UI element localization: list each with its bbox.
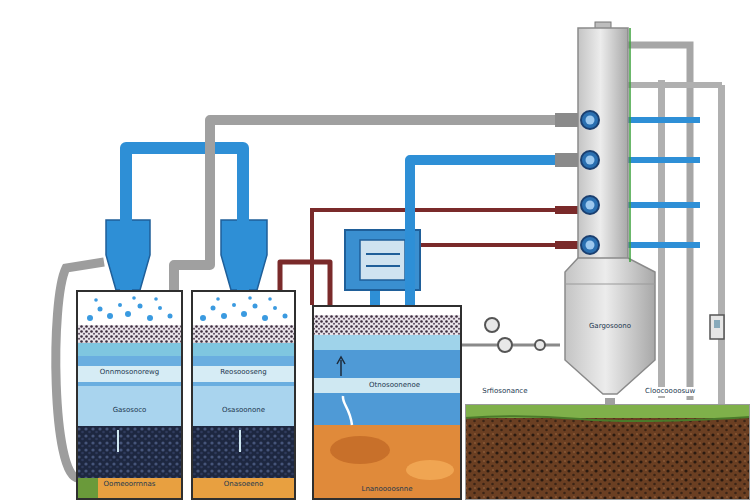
- node-label: Osasoonone: [220, 406, 267, 415]
- column-outline: [555, 22, 665, 398]
- gauge: [485, 318, 499, 332]
- node-label: Cloocoooosuw: [643, 387, 697, 396]
- tank-contents: [314, 307, 460, 498]
- node-label: Onasoeeno: [222, 480, 266, 489]
- node-label: Gasosoco: [111, 406, 149, 415]
- red-pipe: [312, 210, 555, 305]
- node-label: Reosoooseng: [218, 368, 268, 377]
- tank-contents: [193, 292, 294, 498]
- gauge: [498, 338, 512, 352]
- tank-contents: [78, 292, 181, 498]
- node-label: Gargosoono: [587, 322, 633, 331]
- gasifier-column: Gargosoono: [555, 22, 665, 398]
- filter-tank: OnnmosonorewgGasosocoOomeoorrnnas: [76, 290, 183, 500]
- gray-pipe: [658, 80, 665, 398]
- soil-bed: SrfiosonanceCloocoooosuw: [465, 404, 750, 500]
- meter-box: [710, 315, 724, 339]
- node-label: Oomeoorrnnas: [102, 480, 158, 489]
- valve-box: [366, 265, 400, 267]
- settling-tank: OtnosoonenoeLnanoooosnne: [312, 305, 462, 500]
- red-pipe: [280, 262, 330, 305]
- gray-pipe: [628, 82, 722, 88]
- node-label: Otnosoonenoe: [367, 381, 422, 390]
- filter-tank: ReosooosengOsasoononeOnasoeeno: [191, 290, 296, 500]
- gauge: [535, 340, 545, 350]
- node-label: Lnanoooosnne: [359, 485, 414, 494]
- node-label: Onnmosonorewg: [98, 368, 161, 377]
- soil-contents: [465, 404, 750, 500]
- valve-box: [360, 240, 405, 280]
- gray-pipe: [174, 120, 555, 290]
- blue-pipe: [410, 160, 555, 305]
- meter-box: [714, 320, 720, 328]
- node-label: Srfiosonance: [480, 387, 529, 396]
- blue-pipe: [628, 120, 700, 245]
- valve-box: [366, 253, 400, 255]
